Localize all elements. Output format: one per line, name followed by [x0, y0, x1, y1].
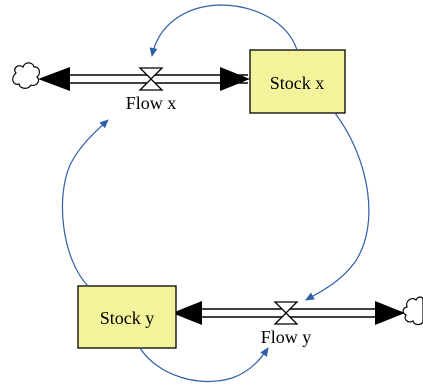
flow-y-right-arrowhead-icon — [375, 301, 405, 325]
stock-y-box[interactable] — [77, 285, 177, 349]
stock-y-label: Stock y — [100, 308, 155, 328]
flow-y-left-arrowhead-icon — [172, 301, 202, 325]
flow-y-pipe — [200, 308, 380, 318]
flow-y-label[interactable]: Flow y — [261, 327, 312, 347]
cloud-source-icon — [12, 62, 40, 89]
stock-x-label: Stock x — [270, 73, 325, 93]
link-stock-x-to-flow-y[interactable] — [305, 112, 370, 301]
flow-x-valve-icon — [138, 67, 164, 91]
flow-x-pipe — [70, 74, 248, 84]
flow-y-valve-icon — [273, 301, 299, 325]
cloud-sink-icon — [402, 296, 423, 326]
link-stock-y-to-flow-x[interactable] — [61, 119, 109, 287]
stock-x-box[interactable] — [249, 49, 346, 114]
flow-x-label[interactable]: Flow x — [126, 93, 177, 113]
link-stock-x-to-flow-x[interactable] — [149, 4, 298, 57]
link-stock-y-to-flow-y[interactable] — [139, 347, 269, 382]
flow-x-right-arrowhead-icon — [220, 67, 250, 91]
flow-x-left-arrowhead-icon — [38, 67, 70, 91]
